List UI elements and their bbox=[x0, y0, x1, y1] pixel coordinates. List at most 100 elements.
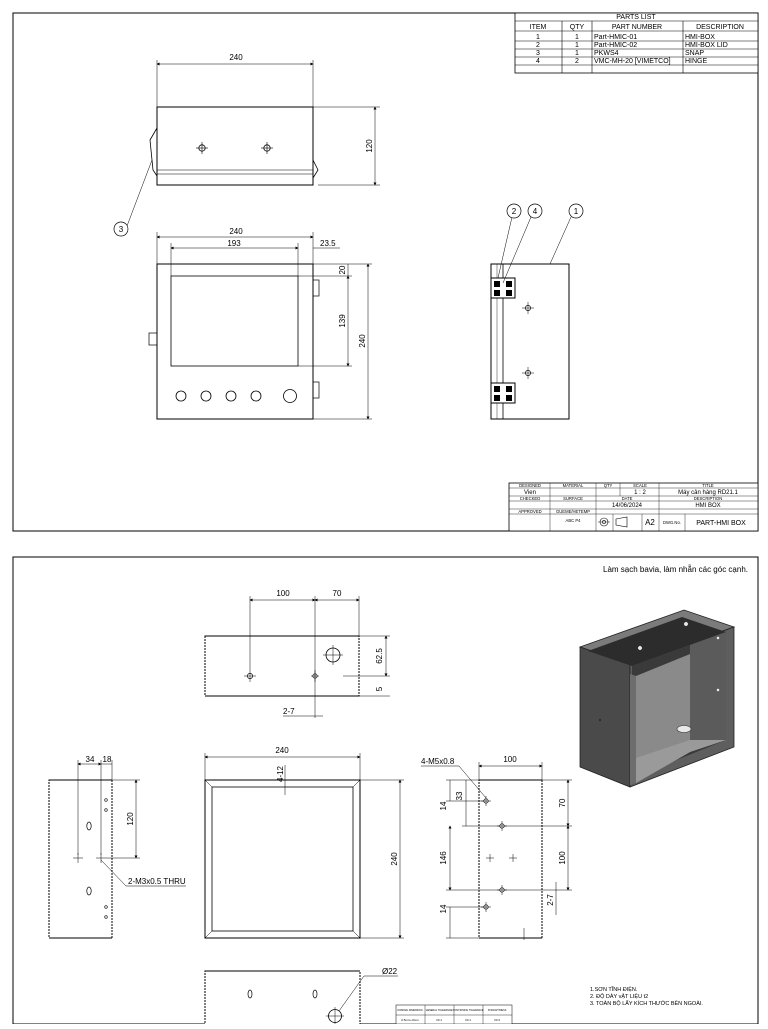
parts-header-part-number: PART NUMBER bbox=[612, 24, 662, 31]
tb-date: 14/06/2024 bbox=[612, 503, 643, 509]
note-top: Làm sạch bavia, làm nhẵn các góc cạnh. bbox=[603, 565, 748, 574]
parts-cell-desc: HMI-BOX bbox=[685, 34, 715, 41]
sheet-2: Làm sạch bavia, làm nhẵn các góc cạnh. bbox=[12, 556, 759, 1029]
dim-left-34: 34 bbox=[86, 755, 95, 764]
tol-header-positioning: POSITIONING TOLERANCE bbox=[453, 1009, 484, 1012]
dim-right-146: 146 bbox=[439, 851, 448, 865]
dim-bottom-d22: Ø22 bbox=[382, 967, 398, 976]
dim-right-33: 33 bbox=[455, 791, 464, 800]
dim-front-top: 20 bbox=[338, 265, 347, 274]
parts-cell-qty: 1 bbox=[575, 34, 579, 41]
dim-front-screen-height: 139 bbox=[338, 314, 347, 328]
note-2: 2. ĐỘ DÀY vẬT LIỆU t2 bbox=[590, 992, 648, 1000]
slot-icon bbox=[312, 989, 318, 999]
tol-cell: ±0.3 bbox=[494, 1018, 500, 1022]
right-view-2: 100 4-M5x0.8 14 33 146 14 70 bbox=[421, 755, 572, 940]
dim-front-offset: 23.5 bbox=[320, 239, 336, 248]
dim-top-width: 240 bbox=[229, 53, 243, 62]
tol-cell: ±0.1 bbox=[436, 1018, 442, 1022]
parts-cell-item: 3 bbox=[536, 50, 540, 57]
tol-cell: ±0.1 bbox=[465, 1018, 471, 1022]
tb-checked-label: CHECKED bbox=[520, 496, 540, 501]
dim-top2-b: 70 bbox=[333, 589, 342, 598]
balloon-2 bbox=[506, 203, 522, 219]
tb-size: A2 bbox=[645, 518, 655, 527]
button-hole-icon bbox=[200, 390, 212, 402]
note-1: 1.SƠN TĨNH ĐIỆN. bbox=[590, 985, 638, 993]
dim-top2-5: 5 bbox=[375, 686, 384, 691]
parts-cell-desc: HMI-BOX LID bbox=[685, 42, 728, 49]
dim-right-70: 70 bbox=[558, 798, 567, 807]
hole-mark-icon bbox=[509, 854, 517, 862]
side-view: 2 4 1 bbox=[490, 203, 584, 420]
note-3: 3. TOÀN BỘ LẤY KÍCH THƯỚC BÊN NGOÀI. bbox=[590, 999, 703, 1007]
tb-qty-label: QTY bbox=[604, 483, 613, 488]
balloon-1 bbox=[568, 203, 584, 219]
dim-top-height: 120 bbox=[365, 139, 374, 153]
dim-left-120: 120 bbox=[126, 812, 135, 826]
parts-header-item: ITEM bbox=[530, 24, 547, 31]
parts-cell-part: Part-HMIC-02 bbox=[594, 42, 637, 49]
hole-mark-icon bbox=[522, 302, 534, 314]
slot-icon bbox=[86, 886, 92, 896]
parts-header-description: DESCRIPTION bbox=[696, 24, 744, 31]
hinge-icon bbox=[490, 382, 516, 404]
parts-cell-part: Part-HMIC-01 bbox=[594, 34, 637, 41]
tb-approved-label: APPROVED bbox=[518, 509, 541, 514]
dim-front-screen: 193 bbox=[227, 239, 241, 248]
projection-symbol-icon bbox=[598, 516, 628, 528]
tolerance-table: NOMINAL DIMENSION GENERAL TOLERANCE POSI… bbox=[395, 1004, 513, 1025]
button-hole-icon bbox=[175, 390, 187, 402]
button-hole-icon bbox=[250, 390, 262, 402]
dim-front2-height: 240 bbox=[390, 852, 399, 866]
balloon-3-label: 3 bbox=[119, 225, 124, 234]
top-view-2: 100 70 62.5 5 2-7 bbox=[204, 589, 390, 718]
dim-front-width: 240 bbox=[229, 227, 243, 236]
parts-list-table: PARTS LIST ITEM QTY PART NUMBER DESCRIPT… bbox=[514, 12, 759, 74]
tol-header-nominal: NOMINAL DIMENSION bbox=[397, 1009, 422, 1012]
tb-title-label: TITLE bbox=[702, 483, 714, 488]
parts-cell-qty: 2 bbox=[575, 58, 579, 65]
screen-cutout bbox=[170, 275, 299, 367]
hinge-icon bbox=[490, 277, 516, 299]
tb-dwg-no: PART-HMI BOX bbox=[696, 520, 746, 527]
balloon-4 bbox=[527, 203, 543, 219]
tb-description: HMI BOX bbox=[695, 503, 720, 509]
dim-right-100h: 100 bbox=[558, 851, 567, 865]
dim-front2-412: 4-12 bbox=[276, 765, 285, 782]
sheet-1: PARTS LIST ITEM QTY PART NUMBER DESCRIPT… bbox=[12, 12, 759, 532]
hole-mark-icon bbox=[486, 854, 494, 862]
parts-header-qty: QTY bbox=[570, 24, 585, 31]
parts-list-title: PARTS LIST bbox=[616, 14, 656, 21]
slot-icon bbox=[247, 989, 253, 999]
dim-right-100w: 100 bbox=[503, 755, 517, 764]
tb-designed-label: DESIGNED bbox=[519, 483, 541, 488]
parts-cell-qty: 1 bbox=[575, 50, 579, 57]
button-hole-icon bbox=[283, 389, 297, 403]
tol-header-general: GENERAL TOLERANCE bbox=[426, 1009, 453, 1012]
parts-cell-item: 1 bbox=[536, 34, 540, 41]
hole-mark-icon bbox=[196, 142, 208, 154]
tb-gueme-value: ABC P4 bbox=[566, 518, 582, 523]
top-view: 240 120 3 bbox=[113, 53, 380, 237]
dim-right-27: 2-7 bbox=[546, 894, 555, 906]
parts-cell-desc: HINGE bbox=[685, 58, 708, 65]
tb-surface-label: SURFACE bbox=[563, 496, 583, 501]
tol-header-straightness: STRAIGHTNESS bbox=[488, 1009, 507, 1012]
isometric-box-view bbox=[578, 609, 736, 788]
hole-mark-icon bbox=[261, 142, 273, 154]
dim-right-14a: 14 bbox=[439, 801, 448, 810]
parts-cell-part: PKWS4 bbox=[594, 50, 619, 57]
hole-mark-icon bbox=[522, 367, 534, 379]
tb-description-label: DESCRIPTION bbox=[694, 496, 723, 501]
tb-material-label: MATERIAL bbox=[563, 483, 584, 488]
front-view: 240 193 23.5 20 139 240 bbox=[148, 227, 372, 420]
dim-front2-width: 240 bbox=[275, 746, 289, 755]
notes: 1.SƠN TĨNH ĐIỆN. 2. ĐỘ DÀY vẬT LIỆU t2 3… bbox=[590, 985, 703, 1007]
right-thread-callout: 4-M5x0.8 bbox=[421, 757, 455, 766]
left-thread-callout: 2-M3x0.5 THRU bbox=[128, 877, 186, 886]
tb-title: Máy cân hàng RD21.1 bbox=[678, 490, 738, 496]
button-hole-icon bbox=[225, 390, 237, 402]
parts-cell-desc: SNAP bbox=[685, 50, 704, 57]
balloon-1-label: 1 bbox=[574, 207, 579, 216]
